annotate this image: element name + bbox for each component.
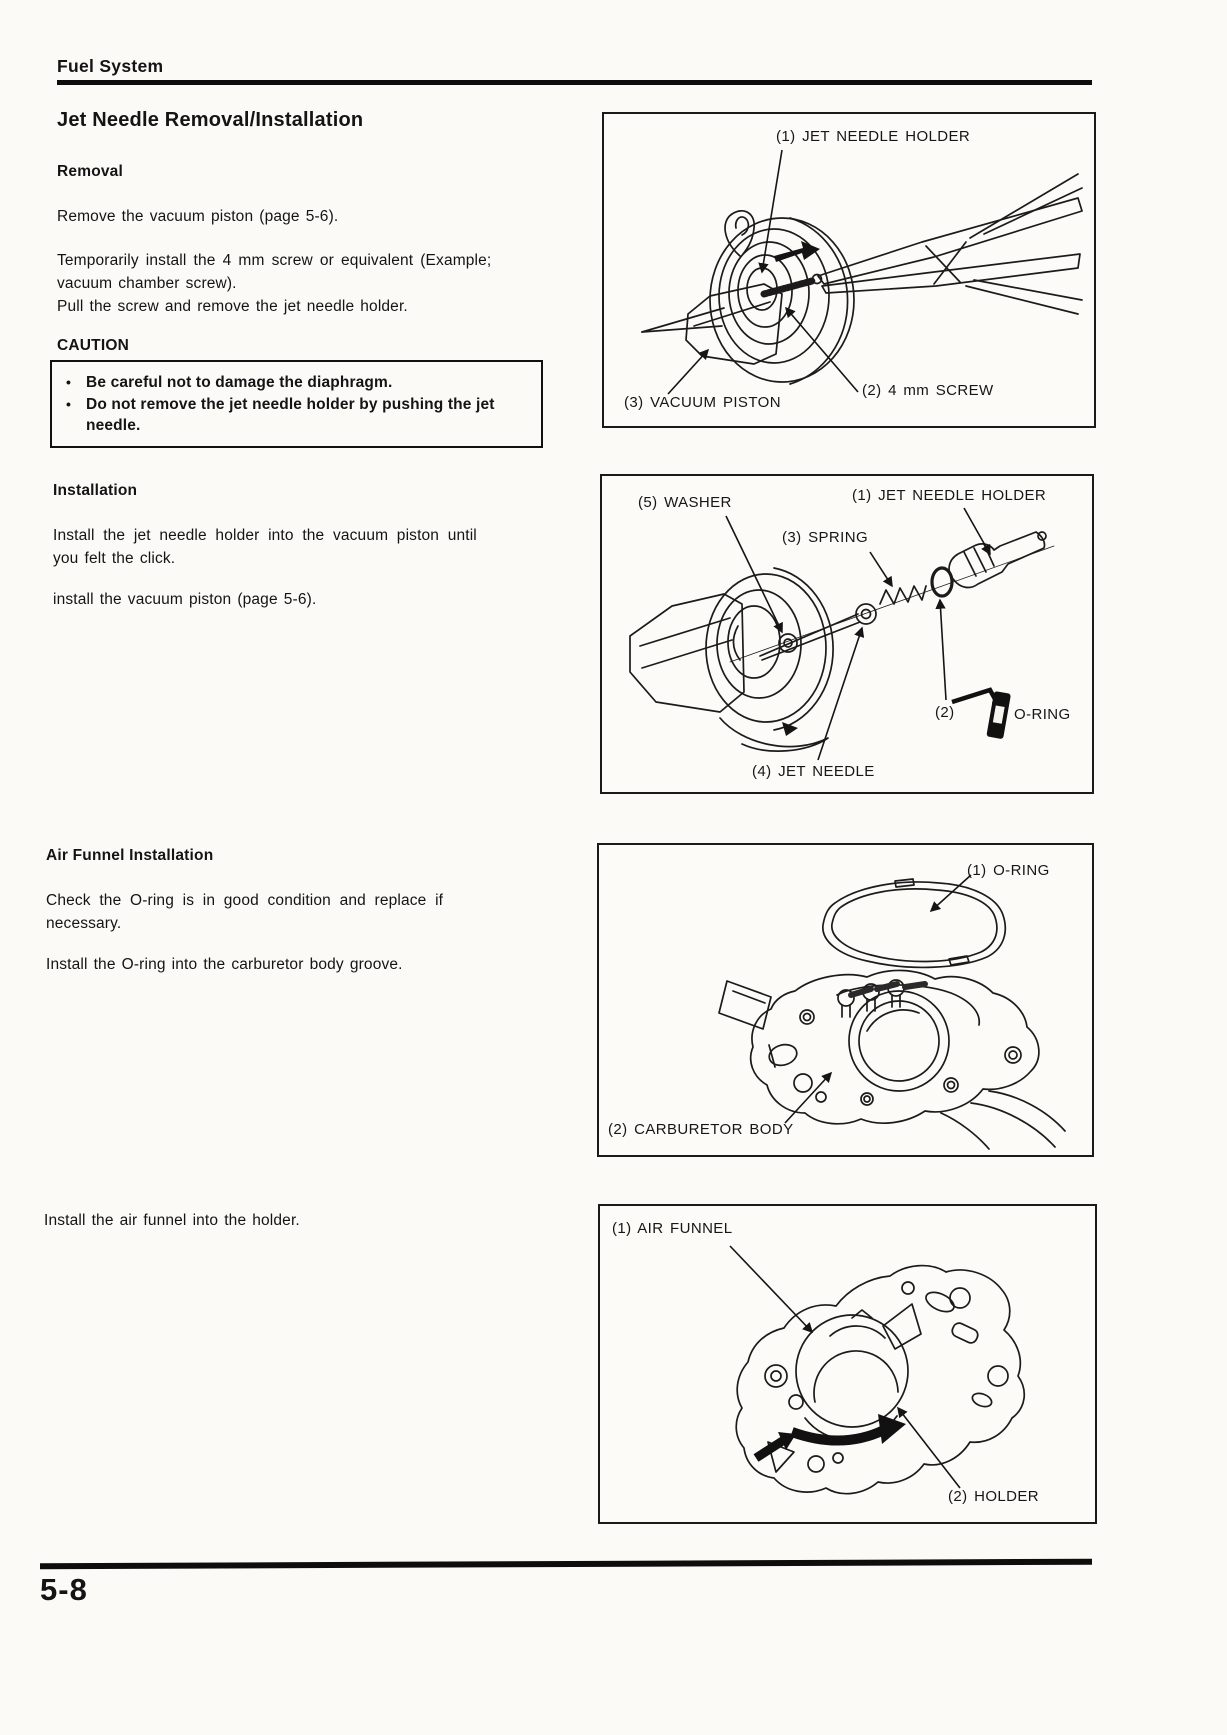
page-number: 5-8	[40, 1572, 88, 1607]
caution-item: • Do not remove the jet needle holder by…	[66, 394, 529, 437]
caution-text: Be careful not to damage the diaphragm.	[86, 374, 393, 391]
removal-heading: Removal	[57, 163, 124, 180]
air-funnel-paragraph-2: Install the O-ring into the carburetor b…	[46, 956, 403, 973]
caution-item: • Be careful not to damage the diaphragm…	[66, 372, 529, 394]
removal-paragraph-2: Temporarily install the 4 mm screw or eq…	[57, 249, 567, 318]
label-oring: O-RING	[1014, 706, 1071, 723]
footer-divider	[39, 1558, 1093, 1570]
label-4mm-screw: (2) 4 mm SCREW	[862, 382, 994, 399]
figure-jet-needle-installation: (5) WASHER (3) SPRING (1) JET NEEDLE HOL…	[600, 474, 1094, 794]
caution-box: • Be careful not to damage the diaphragm…	[50, 360, 543, 448]
text-line: Install the jet needle holder into the v…	[53, 527, 477, 544]
label-oring: (1) O-RING	[967, 862, 1050, 879]
caution-text: Do not remove the jet needle holder by p…	[86, 394, 495, 437]
label-vacuum-piston: (3) VACUUM PISTON	[624, 394, 781, 411]
text-line: you felt the click.	[53, 550, 176, 567]
text-line: Temporarily install the 4 mm screw or eq…	[57, 252, 492, 269]
removal-paragraph-1: Remove the vacuum piston (page 5-6).	[57, 208, 339, 225]
carburetor-body-illustration	[718, 874, 1066, 1150]
air-funnel-heading: Air Funnel Installation	[46, 847, 214, 864]
bullet: •	[66, 374, 72, 390]
label-spring: (3) SPRING	[782, 529, 869, 546]
installation-paragraph-1: Install the jet needle holder into the v…	[53, 524, 573, 570]
label-jet-needle: (4) JET NEEDLE	[752, 763, 875, 780]
text-line: necessary.	[46, 915, 122, 932]
label-washer: (5) WASHER	[638, 494, 732, 511]
label-holder: (2) HOLDER	[948, 1488, 1040, 1505]
grease-tube-icon	[951, 687, 1011, 739]
label-jet-needle-holder: (1) JET NEEDLE HOLDER	[852, 487, 1047, 504]
figure-jet-needle-removal: (1) JET NEEDLE HOLDER (2) 4 mm SCREW (3)…	[602, 112, 1096, 428]
page-header-title: Fuel System	[57, 56, 164, 76]
text-line: Do not remove the jet needle holder by p…	[86, 395, 495, 413]
exploded-parts-illustration	[629, 507, 1055, 761]
label-oring-number: (2)	[935, 704, 955, 721]
label-air-funnel: (1) AIR FUNNEL	[612, 1220, 733, 1237]
label-carburetor-body: (2) CARBURETOR BODY	[608, 1121, 794, 1138]
air-funnel-paragraph-3: Install the air funnel into the holder.	[44, 1212, 300, 1229]
text-line: needle.	[86, 417, 141, 434]
air-funnel-holder-illustration	[729, 1245, 1026, 1495]
air-funnel-paragraph-1: Check the O-ring is in good condition an…	[46, 889, 566, 935]
label-jet-needle-holder: (1) JET NEEDLE HOLDER	[776, 128, 971, 145]
vacuum-piston-pliers-illustration	[641, 149, 1083, 395]
header-divider	[57, 80, 1092, 85]
figure-oring-installation: (1) O-RING (2) CARBURETOR BODY	[597, 843, 1094, 1157]
text-line: Check the O-ring is in good condition an…	[46, 892, 444, 909]
text-line: vacuum chamber screw).	[57, 275, 237, 292]
text-line: Pull the screw and remove the jet needle…	[57, 298, 408, 315]
installation-paragraph-2: install the vacuum piston (page 5-6).	[53, 591, 317, 608]
figure-air-funnel-installation: (1) AIR FUNNEL (2) HOLDER	[598, 1204, 1097, 1524]
section-title: Jet Needle Removal/Installation	[57, 109, 364, 131]
bullet: •	[66, 395, 72, 412]
installation-heading: Installation	[53, 482, 138, 499]
caution-heading: CAUTION	[57, 337, 130, 354]
